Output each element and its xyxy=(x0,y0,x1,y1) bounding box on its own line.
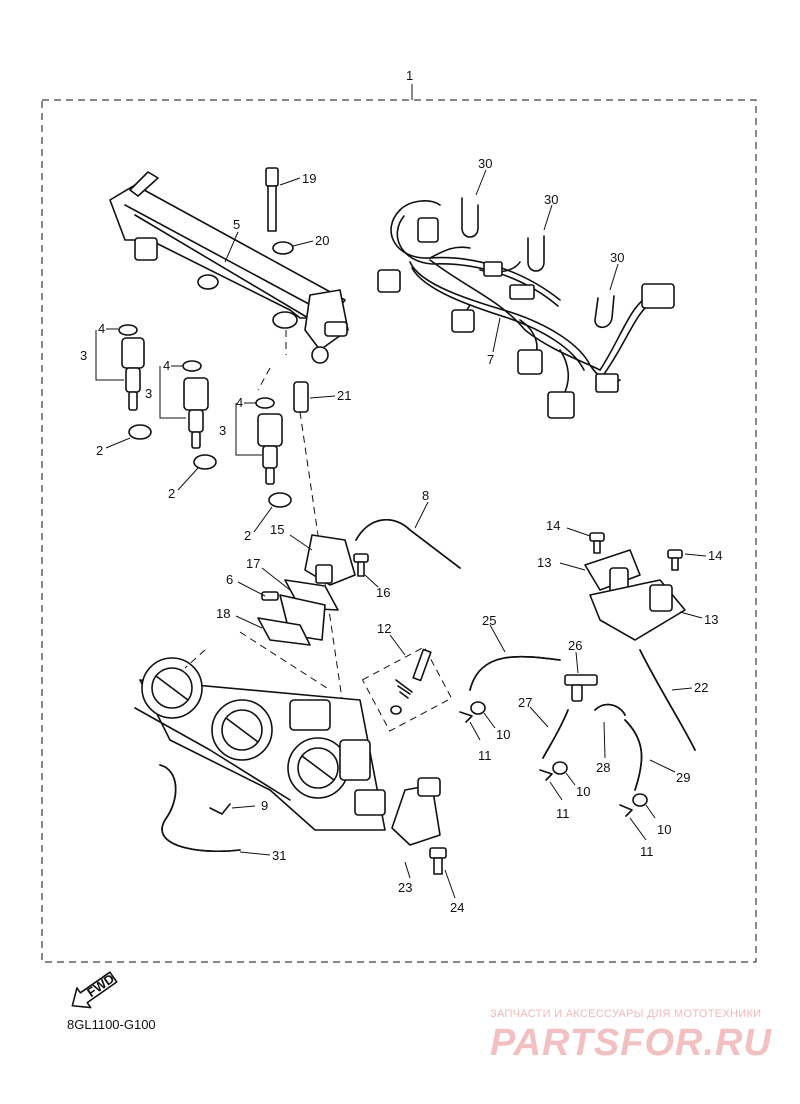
callout-11b: 11 xyxy=(556,806,570,821)
watermark-tagline: ЗАПЧАСТИ И АКСЕССУАРЫ ДЛЯ МОТОТЕХНИКИ xyxy=(490,1008,762,1020)
connector-b xyxy=(377,269,401,293)
callout-20: 20 xyxy=(315,233,329,248)
callout-3a: 3 xyxy=(80,348,87,363)
callout-12: 12 xyxy=(377,621,391,636)
harness-clip-3 xyxy=(594,295,615,329)
sensor-23 xyxy=(391,777,441,846)
callout-2a: 2 xyxy=(96,443,103,458)
bolt-14a xyxy=(589,532,605,554)
callout-4c: 4 xyxy=(236,395,243,410)
cap-10b xyxy=(552,761,568,775)
callout-17: 17 xyxy=(246,556,260,571)
joint-26 xyxy=(564,674,598,702)
connector-a xyxy=(417,217,439,243)
fwd-arrow: FWD xyxy=(71,971,118,1009)
callout-7: 7 xyxy=(487,352,494,367)
callout-13b: 13 xyxy=(704,612,718,627)
watermark-logo: PARTSFOR.RU xyxy=(490,1022,772,1064)
callout-30a: 30 xyxy=(478,156,492,171)
callout-3c: 3 xyxy=(219,423,226,438)
cap-10c xyxy=(632,793,648,807)
rail-collar xyxy=(293,381,309,413)
callout-26: 26 xyxy=(568,638,582,653)
callout-29: 29 xyxy=(676,770,690,785)
callout-30c: 30 xyxy=(610,250,624,265)
screw-16 xyxy=(353,553,369,577)
callout-10a: 10 xyxy=(496,727,510,742)
harness-clip-1 xyxy=(461,197,479,238)
clip-11b xyxy=(539,769,553,781)
callout-9: 9 xyxy=(261,798,268,813)
cap-10a xyxy=(470,701,486,715)
connector-g xyxy=(547,391,575,419)
callout-27: 27 xyxy=(518,695,532,710)
injector-2 xyxy=(182,360,217,470)
callout-18: 18 xyxy=(216,606,230,621)
callout-1: 1 xyxy=(406,68,413,83)
callout-4b: 4 xyxy=(163,358,170,373)
callout-3b: 3 xyxy=(145,386,152,401)
callout-10b: 10 xyxy=(576,784,590,799)
callout-10c: 10 xyxy=(657,822,671,837)
assembly-boundary xyxy=(41,99,757,963)
callout-2b: 2 xyxy=(168,486,175,501)
callout-30b: 30 xyxy=(544,192,558,207)
harness-clip-2 xyxy=(527,235,545,272)
callout-23: 23 xyxy=(398,880,412,895)
callout-31: 31 xyxy=(272,848,286,863)
injector-3 xyxy=(255,397,292,508)
callout-15: 15 xyxy=(270,522,284,537)
hose-25 xyxy=(469,655,561,691)
callout-16: 16 xyxy=(376,585,390,600)
rail-washer xyxy=(272,241,294,255)
diagram-code: 8GL1100-G100 xyxy=(67,1017,156,1032)
callout-5: 5 xyxy=(233,217,240,232)
clip-11c xyxy=(619,804,633,817)
callout-14a: 14 xyxy=(546,518,560,533)
injector-1 xyxy=(118,324,152,440)
throttle-body xyxy=(134,657,386,831)
bracket-13-lower xyxy=(589,579,686,641)
callout-13a: 13 xyxy=(537,555,551,570)
connector-c xyxy=(451,309,475,333)
connector-f xyxy=(517,349,543,375)
screw-kit xyxy=(361,646,453,732)
callout-19: 19 xyxy=(302,171,316,186)
callout-24: 24 xyxy=(450,900,464,915)
clip-11a xyxy=(459,711,473,723)
gasket-18 xyxy=(257,617,311,646)
rail-bolt xyxy=(265,167,279,232)
hose-8 xyxy=(355,518,461,569)
callout-4a: 4 xyxy=(98,321,105,336)
regulator xyxy=(304,534,356,586)
connector-h xyxy=(595,373,619,393)
callout-8: 8 xyxy=(422,488,429,503)
callout-14b: 14 xyxy=(708,548,722,563)
connector-d xyxy=(483,261,503,277)
callout-2c: 2 xyxy=(244,528,251,543)
callout-22: 22 xyxy=(694,680,708,695)
callout-11c: 11 xyxy=(640,844,654,859)
callout-21: 21 xyxy=(337,388,351,403)
connector-main xyxy=(641,283,675,309)
callout-11a: 11 xyxy=(478,748,492,763)
bolt-14b xyxy=(667,549,683,571)
connector-e xyxy=(509,284,535,300)
callout-6: 6 xyxy=(226,572,233,587)
callout-25: 25 xyxy=(482,613,496,628)
clip-9 xyxy=(209,803,231,815)
fuel-rail xyxy=(109,171,349,364)
callout-28: 28 xyxy=(596,760,610,775)
screw-24 xyxy=(429,847,447,875)
